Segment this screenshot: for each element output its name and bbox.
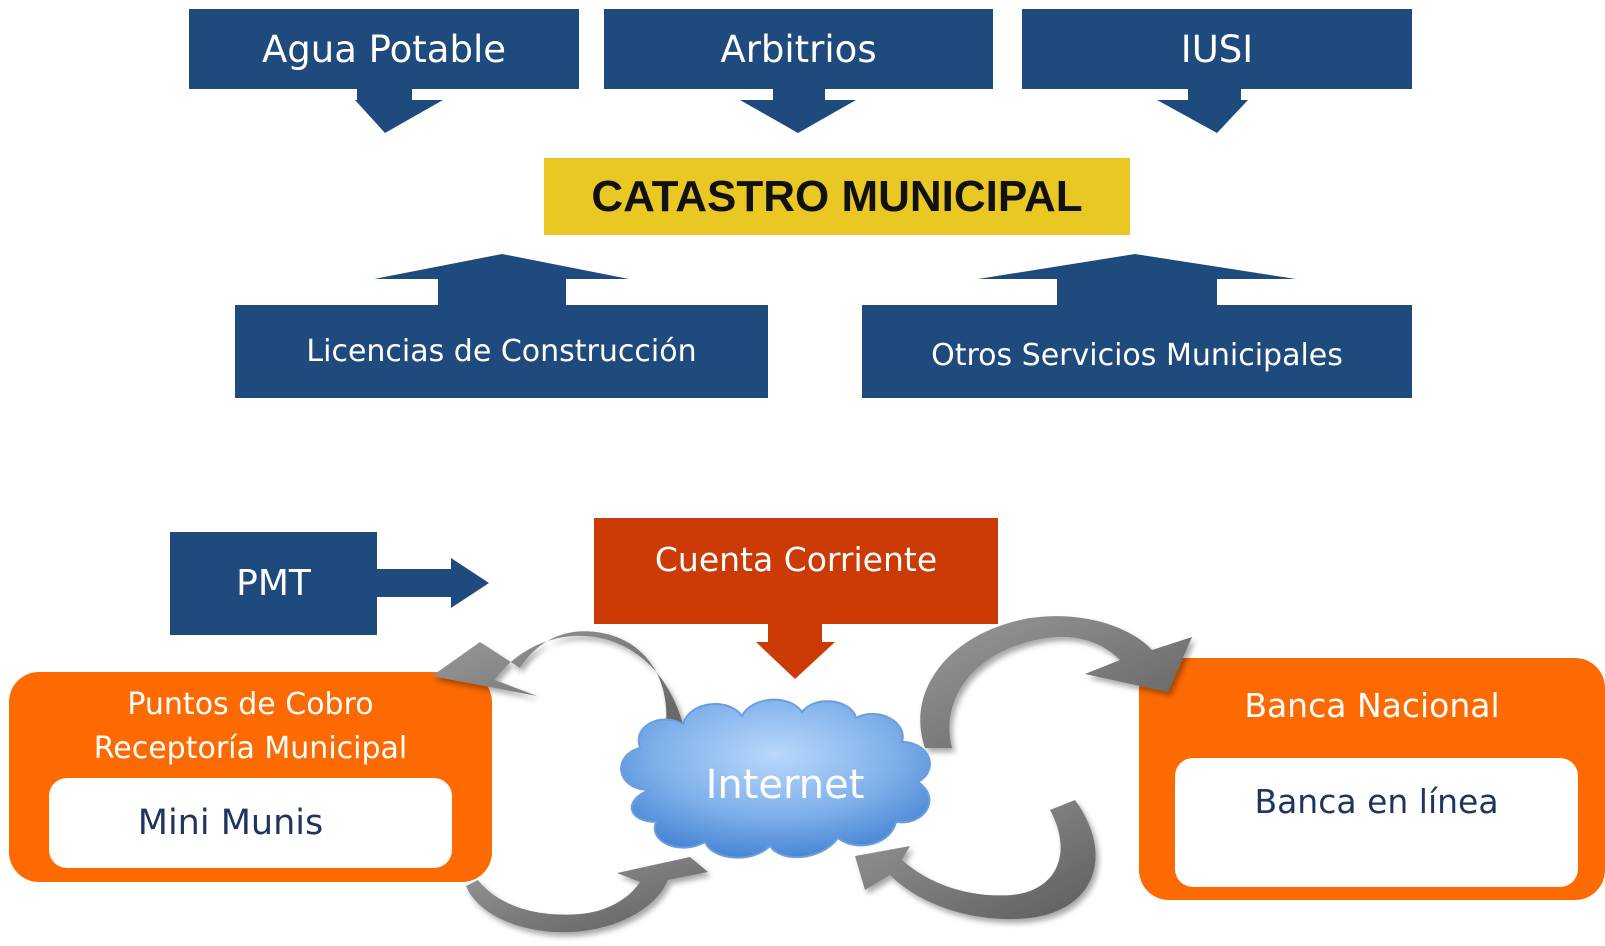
puntos-cobro-panel: Puntos de Cobro Receptoría Municipal Min… <box>9 672 492 882</box>
licencias-box: Licencias de Construcción <box>235 305 768 398</box>
otros-servicios-box: Otros Servicios Municipales <box>862 305 1412 398</box>
catastro-title-box: CATASTRO MUNICIPAL <box>544 158 1130 235</box>
curved-arrow-lower-right <box>855 800 1096 920</box>
internet-cloud <box>620 698 931 859</box>
banca-en-linea-card: Banca en línea <box>1175 758 1578 887</box>
pmt-box: PMT <box>170 532 377 635</box>
banca-en-linea-label: Banca en línea <box>1254 782 1499 821</box>
pmt-label: PMT <box>236 563 311 604</box>
cuenta-down-arrow <box>756 624 835 679</box>
curved-arrow-upper-left <box>432 631 688 752</box>
cuenta-corriente-box: Cuenta Corriente <box>594 518 998 624</box>
up-arrow-otros <box>978 254 1296 305</box>
up-arrow-licencias <box>374 254 629 305</box>
banca-nacional-title: Banca Nacional <box>1244 686 1500 725</box>
iusi-box: IUSI <box>1022 9 1412 89</box>
mini-munis-label: Mini Munis <box>137 803 324 843</box>
agua-potable-box: Agua Potable <box>189 9 579 89</box>
mini-munis-card: Mini Munis <box>49 778 452 868</box>
pmt-right-arrow <box>377 558 489 608</box>
otros-servicios-label: Otros Servicios Municipales <box>931 338 1343 373</box>
down-arrow-agua <box>355 89 443 133</box>
agua-potable-label: Agua Potable <box>261 27 507 71</box>
iusi-label: IUSI <box>1180 27 1254 71</box>
banca-nacional-panel: Banca Nacional Banca en línea <box>1139 658 1605 900</box>
down-arrow-iusi <box>1157 89 1248 133</box>
arbitrios-box: Arbitrios <box>604 9 993 89</box>
licencias-label: Licencias de Construcción <box>306 334 697 369</box>
curved-arrow-lower-left <box>466 857 708 933</box>
receptoria-title: Receptoría Municipal <box>93 731 408 766</box>
internet-label: Internet <box>705 762 865 808</box>
curved-arrow-upper-right <box>920 616 1192 748</box>
down-arrow-arbitrios <box>740 89 856 133</box>
catastro-title: CATASTRO MUNICIPAL <box>591 171 1083 221</box>
cuenta-corriente-label: Cuenta Corriente <box>654 539 938 579</box>
arbitrios-label: Arbitrios <box>720 27 877 71</box>
puntos-cobro-title: Puntos de Cobro <box>127 687 374 722</box>
